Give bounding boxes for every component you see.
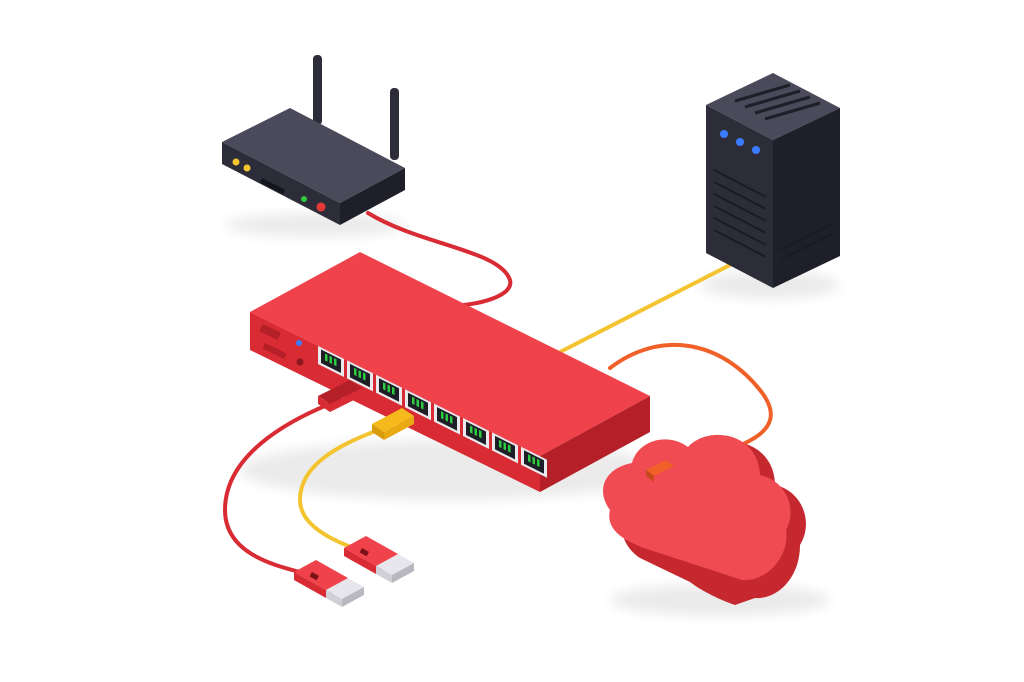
port-activity-led	[354, 367, 357, 377]
switch-slot	[262, 343, 287, 359]
port-activity-led	[528, 454, 531, 463]
server-to-switch-cable[interactable]	[558, 263, 732, 354]
switch-top	[250, 252, 650, 456]
server-tower-icon[interactable]	[706, 73, 840, 288]
switch-reset-button[interactable]	[296, 358, 304, 366]
port-activity-led	[503, 442, 506, 451]
port-activity-led	[392, 386, 395, 396]
router-led-yellow-2	[243, 164, 251, 172]
port-activity-led	[474, 427, 477, 436]
switch-side	[540, 396, 650, 492]
port-activity-led	[450, 415, 453, 424]
red-patch-cable[interactable]	[223, 398, 342, 577]
switch-port-1[interactable]	[318, 346, 344, 377]
network-switch-icon[interactable]	[250, 252, 650, 492]
server-led-3	[752, 146, 760, 154]
port-activity-led	[537, 458, 540, 468]
switch-port-7[interactable]	[492, 432, 518, 464]
switch-label-plate	[259, 324, 281, 340]
router-led-green	[301, 196, 307, 202]
port-activity-led	[329, 355, 332, 364]
server-led-2	[736, 138, 744, 146]
port-activity-led	[325, 353, 328, 362]
port-activity-led	[532, 456, 535, 465]
port-activity-led	[499, 439, 502, 449]
switch-port-2[interactable]	[347, 360, 373, 392]
router-port-strip	[259, 178, 286, 195]
red-plug-metal-tip	[326, 578, 364, 599]
port-activity-led	[441, 411, 444, 420]
wifi-router-icon[interactable]	[222, 55, 405, 225]
port-activity-led	[421, 401, 424, 410]
port-activity-led	[508, 444, 511, 453]
red-connector-at-switch[interactable]	[318, 380, 362, 412]
switch-port-3[interactable]	[376, 374, 402, 406]
yellow-cable-ethernet-plug[interactable]	[344, 536, 414, 583]
port-activity-led	[412, 396, 415, 405]
router-antenna-left	[313, 55, 322, 125]
port-activity-led	[470, 425, 473, 434]
port-activity-led	[363, 372, 366, 381]
router-led-yellow	[232, 158, 240, 166]
server-side	[773, 108, 840, 288]
yellow-plug-metal-tip	[376, 554, 414, 575]
switch-port-4[interactable]	[405, 389, 431, 421]
server-drive-bays	[713, 169, 833, 261]
server-led-1	[720, 130, 728, 138]
router-side	[340, 168, 405, 225]
port-activity-led	[334, 358, 337, 367]
port-activity-led	[383, 382, 386, 391]
ethernet-plug-icon[interactable]	[294, 536, 414, 607]
port-activity-led	[358, 370, 361, 379]
red-ethernet-plug[interactable]	[294, 560, 364, 607]
switch-port-6[interactable]	[463, 418, 489, 449]
port-activity-led	[479, 430, 482, 439]
router-antenna-right	[390, 88, 399, 160]
port-activity-led	[387, 384, 390, 393]
yellow-patch-cable[interactable]	[298, 423, 394, 554]
router-power-button[interactable]	[316, 202, 326, 212]
switch-port-5[interactable]	[434, 403, 460, 435]
router-front	[222, 142, 340, 225]
server-top-vents	[734, 83, 821, 121]
cloud-cable-connector	[646, 460, 674, 482]
switch-port-group	[318, 346, 547, 478]
switch-status-led	[296, 340, 302, 346]
yellow-connector-at-switch[interactable]	[372, 408, 414, 440]
router-top	[222, 108, 405, 203]
port-activity-led	[445, 413, 448, 422]
switch-port-8[interactable]	[521, 446, 547, 478]
port-activity-led	[416, 398, 419, 408]
cloud-icon[interactable]	[603, 434, 806, 605]
